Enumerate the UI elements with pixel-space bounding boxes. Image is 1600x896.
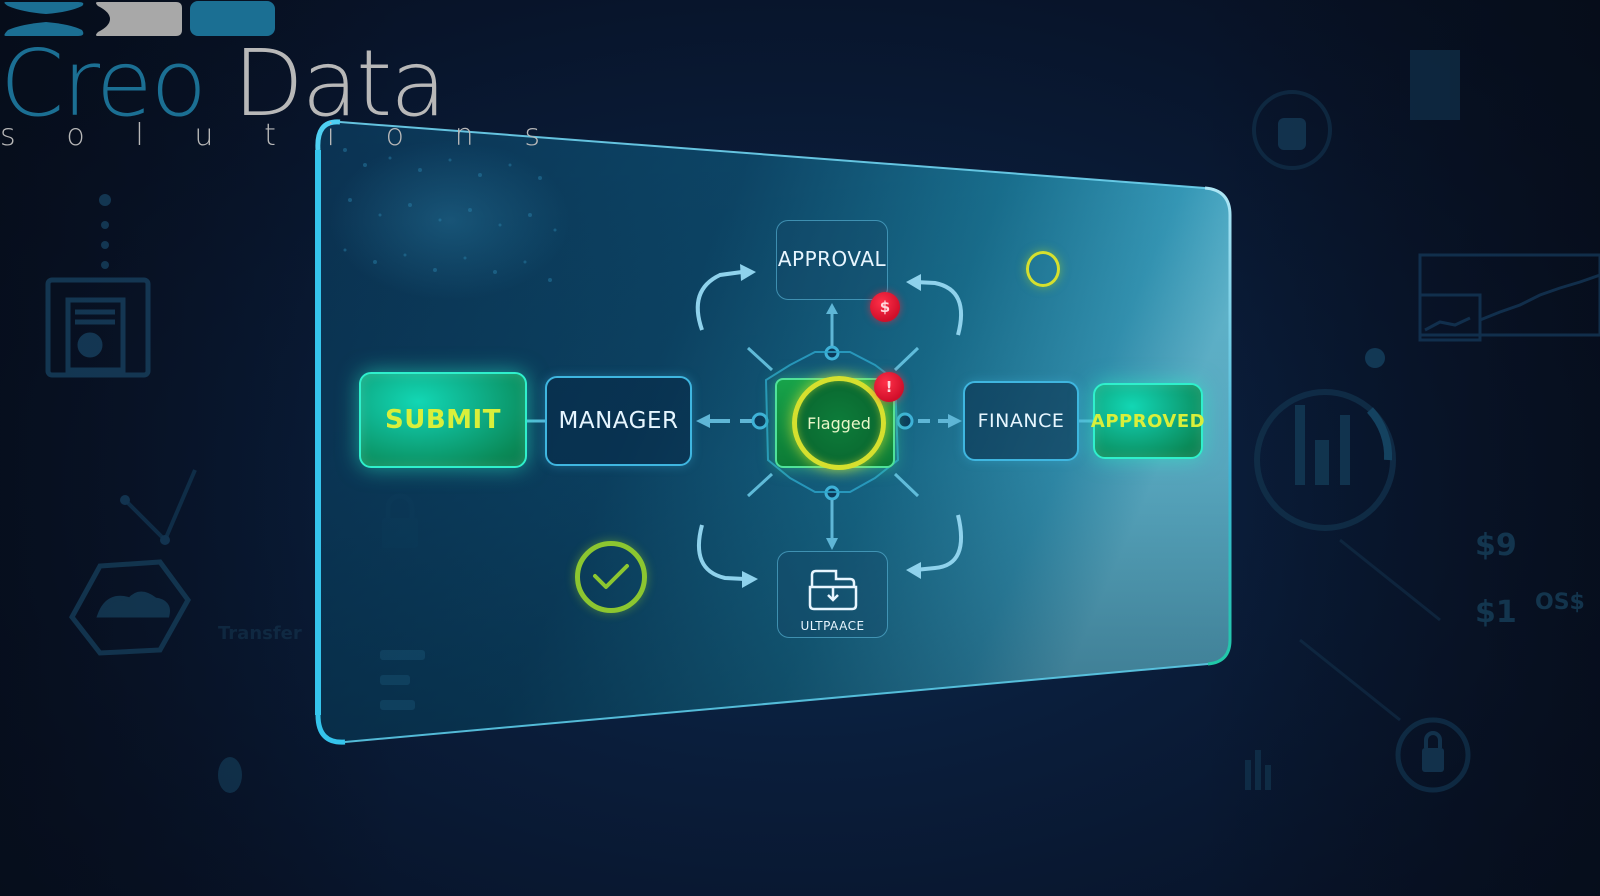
lock-icon-right-top bbox=[1252, 90, 1332, 170]
logo-letter: s bbox=[524, 118, 540, 153]
lock-icon-right-bottom bbox=[1395, 717, 1471, 793]
cloud-hexagon-icon bbox=[69, 559, 191, 656]
background-label: OS$ bbox=[1535, 590, 1585, 615]
logo-letter: t bbox=[264, 118, 276, 153]
chart-window-icon bbox=[1418, 253, 1600, 342]
logo-letter: o bbox=[385, 118, 404, 153]
logo-letter: i bbox=[326, 118, 335, 153]
background-label: $1 bbox=[1475, 595, 1517, 630]
logo-subtitle: s o l u t i o n s bbox=[0, 118, 540, 153]
logo-letter: u bbox=[194, 118, 214, 153]
logo-letter: o bbox=[66, 118, 85, 153]
logo-word-data: Data bbox=[232, 30, 447, 137]
logo-word-creo: Creo bbox=[0, 30, 207, 137]
document-icon bbox=[45, 277, 151, 378]
logo-letter: s bbox=[0, 118, 16, 153]
logo-letter: l bbox=[135, 118, 144, 153]
logo-mark-icon bbox=[4, 1, 275, 36]
logo-letter: n bbox=[454, 118, 474, 153]
background-label: Transfer bbox=[218, 623, 302, 644]
gauge-icon bbox=[1254, 389, 1396, 531]
background-label: $9 bbox=[1475, 528, 1517, 563]
